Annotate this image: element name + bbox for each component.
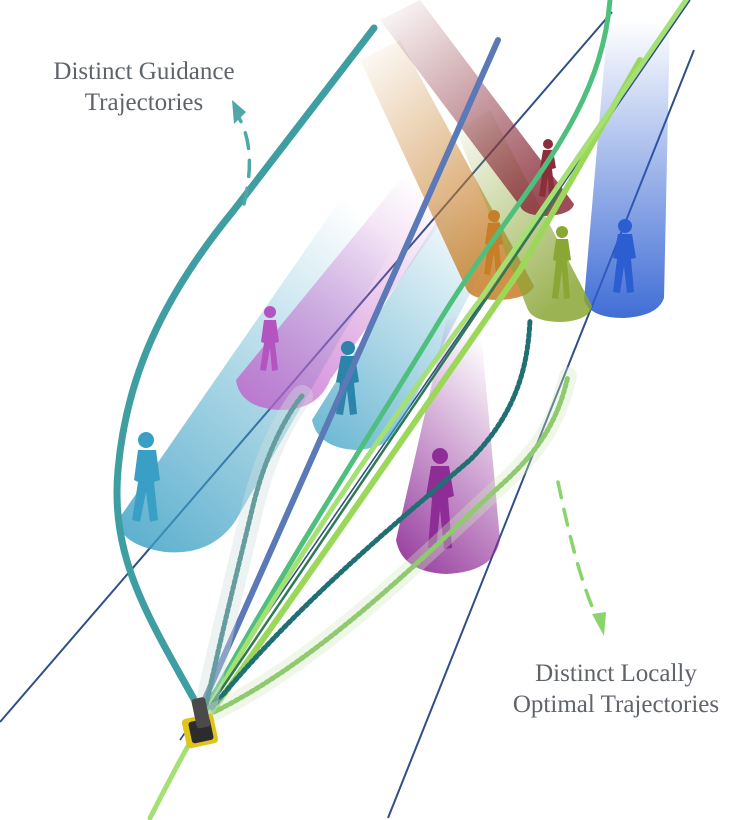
- local-label-line1: Distinct Locally: [535, 660, 697, 687]
- guidance-trajectory-green-1: [201, 0, 613, 715]
- trail-blue-right: [584, 20, 670, 318]
- guidance-arrow: [236, 114, 252, 206]
- guidance-label-line2: Trajectories: [84, 89, 204, 116]
- local-trajectories: [195, 317, 577, 721]
- guidance-trajectory-darkgreen: [204, 188, 562, 714]
- pedestrians: [132, 139, 636, 549]
- robot-body: [191, 697, 211, 729]
- local-arrow: [556, 480, 598, 618]
- pedestrian-olive: [552, 226, 571, 299]
- annotation-arrows: [232, 100, 606, 636]
- robot: [181, 697, 219, 749]
- pedestrian-maroon: [539, 139, 556, 197]
- guidance-arrow-head: [232, 100, 246, 124]
- local-trajectories-label: Distinct Locally Optimal Trajectories: [488, 658, 744, 720]
- local-trajectory-dark-teal: [203, 393, 305, 709]
- guidance-trajectory-blue: [197, 37, 501, 713]
- pedestrian-blue-right: [613, 219, 636, 293]
- local-trajectory-green: [211, 373, 571, 715]
- guidance-trajectory-green-2: [207, 57, 643, 717]
- guidance-label-line1: Distinct Guidance: [53, 58, 235, 85]
- pedestrian-purple: [426, 448, 454, 549]
- guidance-trajectories-label: Distinct Guidance Trajectories: [30, 56, 258, 118]
- trail-maroon: [380, 0, 574, 216]
- local-label-line2: Optimal Trajectories: [512, 691, 720, 718]
- pedestrian-cyan-left: [132, 432, 160, 522]
- local-trajectory-dark-teal-2: [209, 317, 533, 711]
- local-arrow-head: [592, 612, 606, 636]
- local-trajectory-teal-halo: [195, 385, 313, 717]
- local-trajectory-light-halo: [205, 367, 577, 721]
- pedestrian-magenta: [260, 306, 279, 371]
- guidance-trajectory-teal-left: [113, 24, 378, 714]
